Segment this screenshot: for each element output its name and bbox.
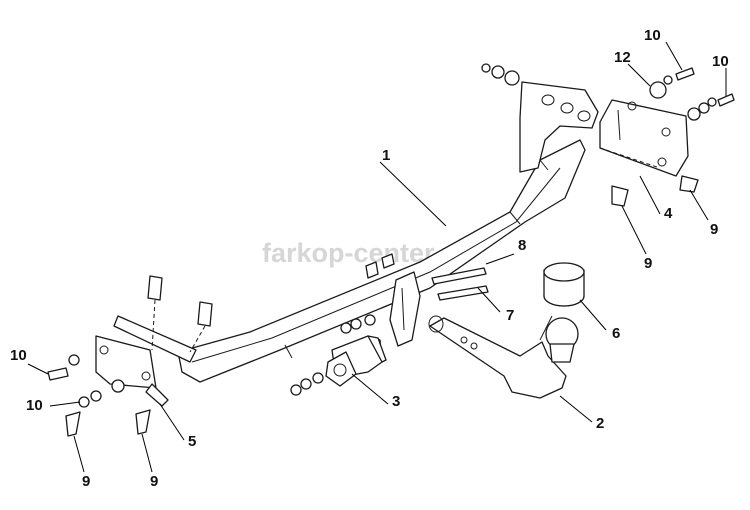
callout-9-left-b: 9	[141, 433, 158, 490]
callout-9-left-a: 9	[73, 435, 90, 490]
callout-2: 2	[559, 395, 604, 432]
callout-label-1: 1	[382, 147, 390, 164]
callout-6: 6	[579, 299, 620, 342]
callout-12: 12	[614, 49, 651, 87]
callout-4: 4	[639, 175, 673, 222]
callout-label-9-right: 9	[710, 221, 718, 238]
socket-plate	[325, 335, 387, 387]
callout-9-right-lower: 9	[621, 205, 652, 272]
crossbar-beam	[177, 81, 599, 383]
callout-label-9-right-lower: 9	[644, 255, 652, 272]
callout-label-10-top-right-b: 10	[712, 53, 729, 70]
callout-label-6: 6	[612, 325, 620, 342]
callout-label-10-left-a: 10	[10, 347, 27, 364]
callout-label-10-left-b: 10	[26, 397, 43, 414]
callout-label-7: 7	[506, 307, 514, 324]
callout-3: 3	[351, 373, 400, 410]
right-side-bracket	[599, 99, 689, 177]
left-side-bracket	[95, 275, 213, 407]
callout-label-2: 2	[596, 415, 604, 432]
callout-label-8: 8	[518, 237, 526, 254]
callout-5: 5	[159, 403, 196, 450]
callout-label-4: 4	[664, 205, 673, 222]
tow-ball-arm	[428, 315, 579, 399]
callout-label-9-left-b: 9	[150, 473, 158, 490]
callout-10-top-right-b: 10	[712, 53, 729, 96]
callout-9-right: 9	[689, 189, 718, 238]
callout-10-left-a: 10	[10, 347, 49, 375]
callout-8: 8	[485, 237, 526, 265]
callout-label-5: 5	[188, 433, 196, 450]
callout-label-3: 3	[392, 393, 400, 410]
ball-cap	[543, 262, 585, 307]
callout-7: 7	[477, 287, 514, 324]
fasteners	[47, 63, 735, 437]
callout-1: 1	[379, 147, 447, 227]
callout-label-10-top-right-a: 10	[644, 27, 661, 44]
callout-label-9-left-a: 9	[82, 473, 90, 490]
callout-label-12: 12	[614, 49, 631, 66]
callout-10-top-right-a: 10	[644, 27, 683, 71]
callout-10-left-b: 10	[26, 397, 81, 414]
